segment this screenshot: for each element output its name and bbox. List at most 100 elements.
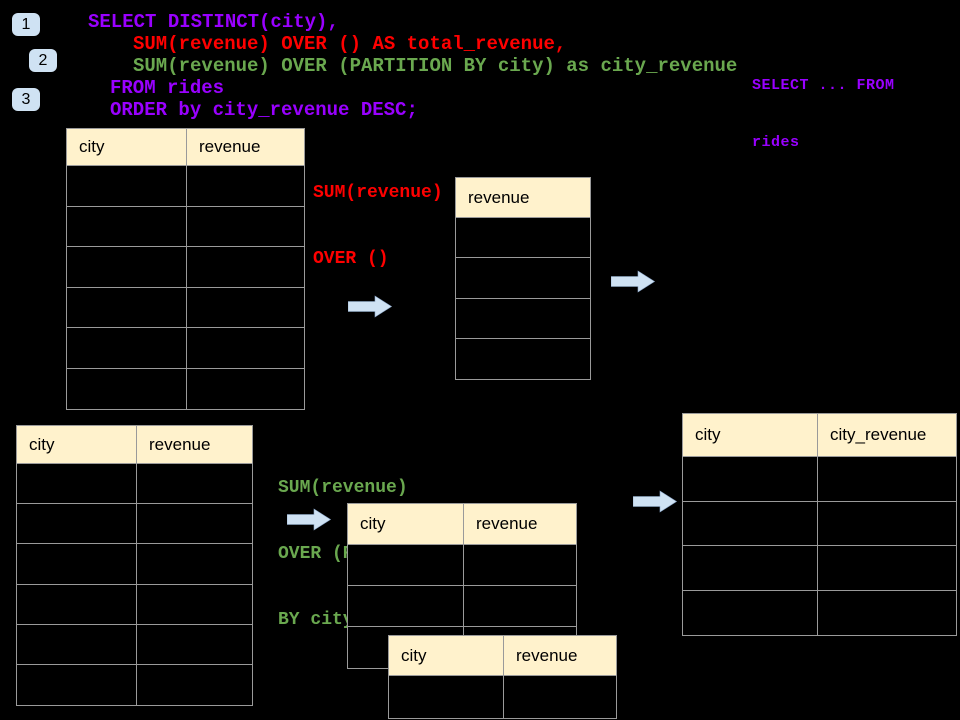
table-cell-empty [17,584,137,624]
table-cell-empty [348,586,464,626]
table-total-result: revenue [455,177,591,381]
table-row [67,206,304,247]
table-cell-empty [464,586,576,626]
table-header-row: city revenue [389,636,616,676]
table-cell-empty [456,299,590,338]
table-cell-empty [187,288,304,328]
table-row [456,339,590,379]
table-cell-empty [67,368,187,409]
table-cell-empty [389,676,504,718]
table-header-row: city revenue [348,504,576,545]
table-body [67,166,304,409]
table-row [67,328,304,369]
table-row [456,258,590,299]
table-cell-empty [348,545,464,585]
table-row [67,166,304,207]
side-note: SELECT ... FROM rides [752,38,895,190]
table-body [17,464,252,706]
table-body [456,218,590,379]
table-body [389,676,616,718]
table-cell-empty [17,544,137,584]
table-row [17,584,252,625]
side-note-line2: rides [752,134,800,151]
arrow-right-icon [287,508,332,531]
table-partition-overlay: city revenue [388,635,617,719]
sql-line-total: SUM(revenue) OVER () AS total_revenue, [133,33,567,55]
label-total-line2: OVER () [313,249,389,269]
table-row [17,504,252,545]
table-cell-empty [137,464,252,503]
table-cell-empty [683,590,818,635]
table-cell-empty [187,207,304,247]
table-cell-empty [137,625,252,664]
step-badge-2: 2 [29,49,57,72]
table-cell-empty [818,591,956,636]
table-row [348,586,576,627]
arrow-right-icon [633,490,678,513]
table-cell-empty [67,287,187,327]
table-cell-empty [17,504,137,544]
column-header-revenue: revenue [516,645,578,665]
table-row [683,546,956,591]
column-header-city: city [389,636,504,675]
table-cell-empty [17,624,137,664]
sql-line-order: ORDER by city_revenue DESC; [110,99,418,121]
table-row [17,624,252,665]
table-cell-empty [67,206,187,246]
table-cell-empty [818,502,956,546]
table-cell-empty [456,339,590,379]
table-row [456,218,590,259]
table-cell-empty [67,247,187,287]
table-row [17,544,252,585]
table-cell-empty [818,457,956,501]
table-header-row: city revenue [67,129,304,166]
table-row [389,676,616,718]
table-city-revenue-result: city city_revenue [682,413,957,636]
table-cell-empty [17,664,137,706]
column-header-city: city [17,426,137,463]
table-cell-empty [67,166,187,206]
table-row [456,299,590,339]
label-partition-line1: SUM(revenue) [278,478,408,498]
table-cell-empty [818,546,956,590]
step-badge-1: 1 [12,13,40,36]
column-header-city: city [683,414,818,456]
table-cell-empty [504,676,616,718]
side-note-line1: SELECT ... FROM [752,77,895,94]
table-cell-empty [187,369,304,410]
table-cell-empty [456,218,590,257]
column-header-city-revenue: city_revenue [830,425,927,444]
table-cell-empty [137,544,252,583]
table-cell-empty [67,328,187,368]
sql-line-select: SELECT DISTINCT(city), [88,11,339,33]
column-header-city: city [348,504,464,544]
sql-line-from: FROM rides [110,77,225,99]
table-row [683,501,956,546]
step-badge-3: 3 [12,88,40,111]
sql-line-partition: SUM(revenue) OVER (PARTITION BY city) as… [133,55,738,77]
arrow-right-icon [348,295,393,318]
table-cell-empty [187,166,304,206]
table-row [348,545,576,586]
table-cell-empty [187,247,304,287]
table-header-row: city city_revenue [683,414,956,457]
table-source-top: city revenue [66,128,305,410]
table-cell-empty [683,501,818,545]
column-header-revenue: revenue [468,187,530,207]
column-header-revenue: revenue [199,137,261,156]
table-row [17,464,252,505]
column-header-revenue: revenue [149,434,211,454]
table-header-row: city revenue [17,426,252,464]
table-row [67,368,304,410]
table-body [683,457,956,635]
table-row [17,664,252,706]
table-row [683,590,956,636]
table-cell-empty [456,258,590,297]
table-source-bottom: city revenue [16,425,253,707]
table-row [67,247,304,288]
label-total-revenue: SUM(revenue) OVER () [313,138,443,314]
table-cell-empty [17,464,137,504]
table-row [683,457,956,502]
column-header-revenue: revenue [476,514,538,533]
